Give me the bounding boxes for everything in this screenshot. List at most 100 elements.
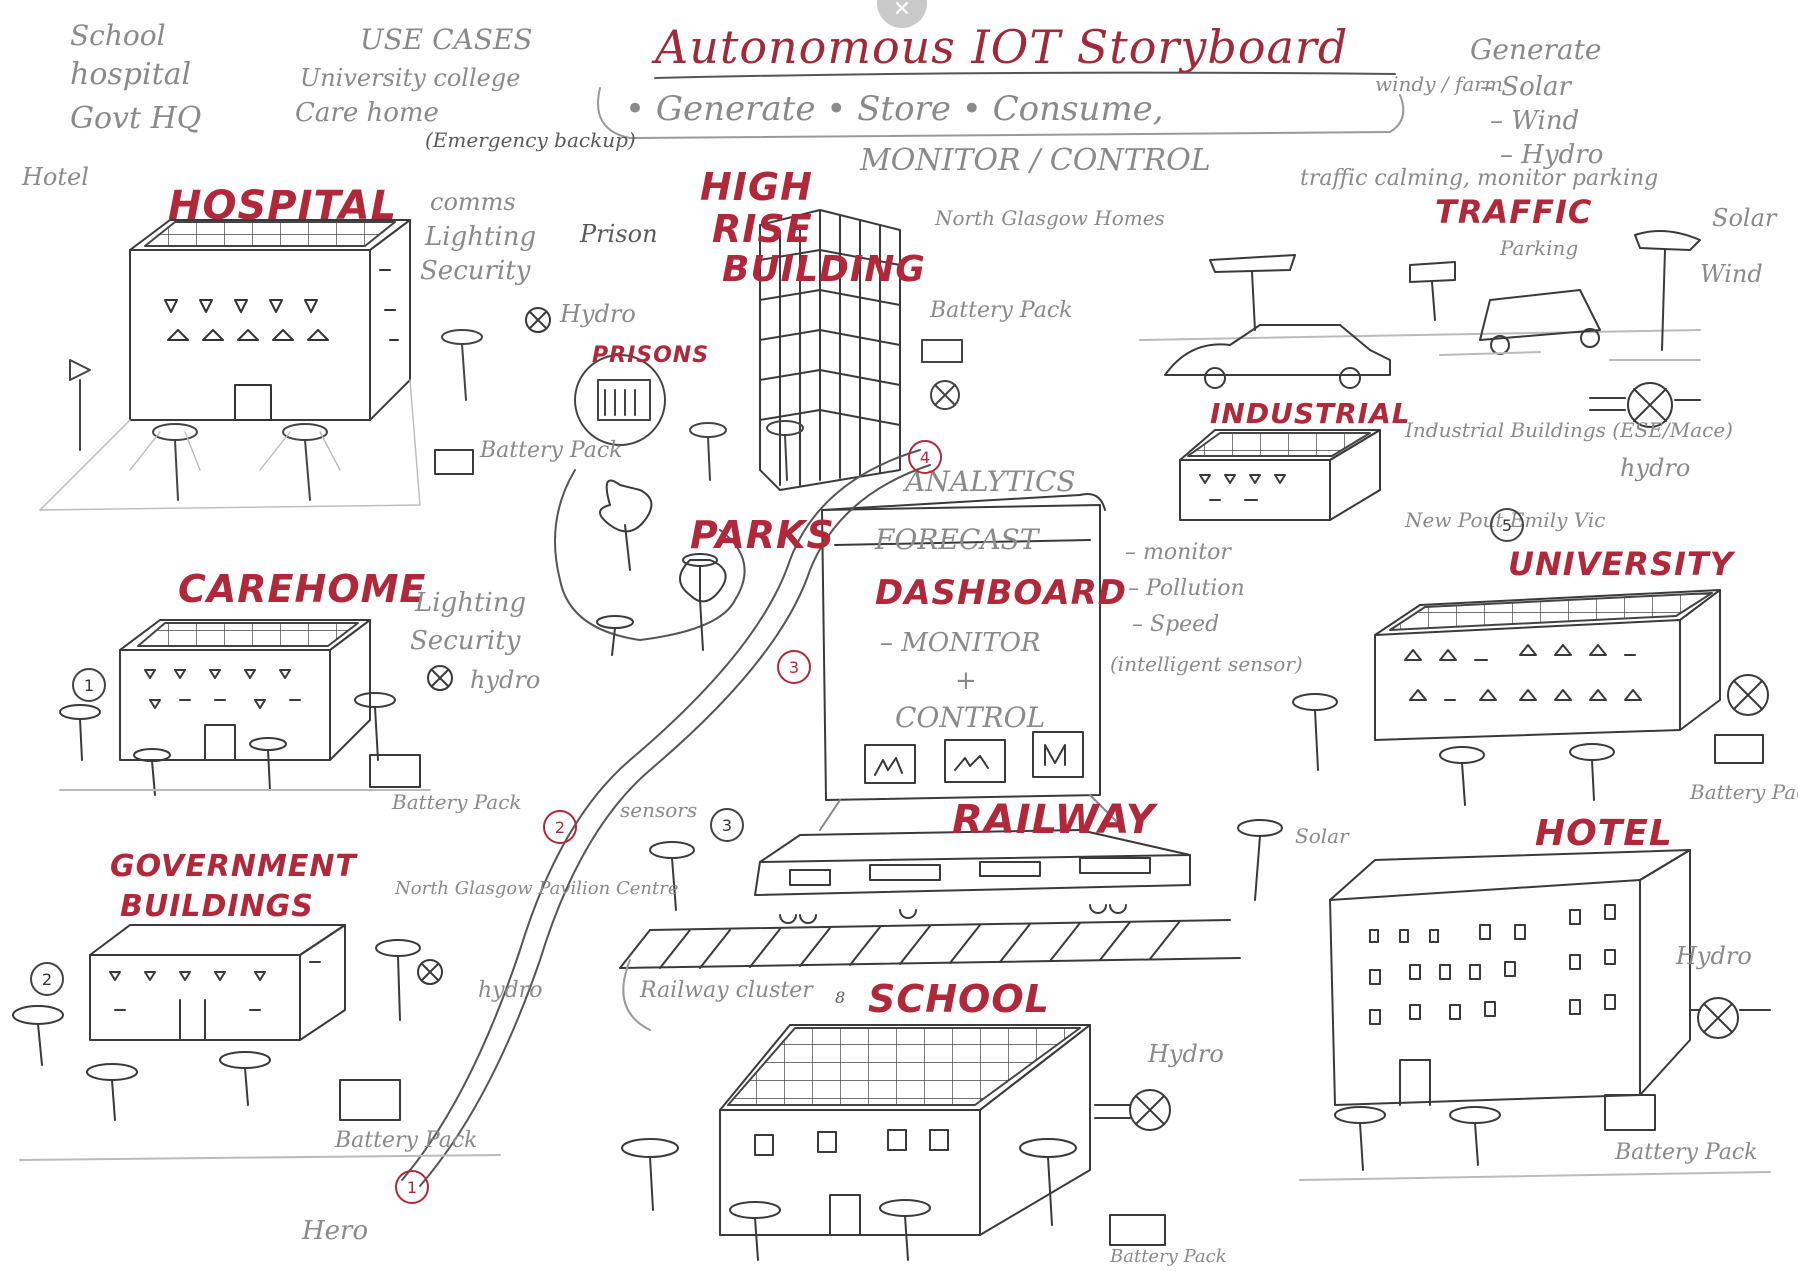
note-hydro-hospital: Hydro bbox=[560, 300, 636, 328]
marker-government: 2 bbox=[30, 962, 64, 996]
note-prison: Prison bbox=[580, 220, 658, 248]
path-marker-2: 2 bbox=[543, 810, 577, 844]
note-battery-school: Battery Pack bbox=[1110, 1246, 1227, 1267]
label-rise: RISE bbox=[712, 207, 813, 251]
note-parking: Parking bbox=[1500, 236, 1579, 260]
label-prisons: PRISONS bbox=[592, 343, 710, 368]
note-wind-traffic: Wind bbox=[1700, 260, 1763, 288]
monitor-control-note: MONITOR / CONTROL bbox=[860, 143, 1211, 178]
label-hotel: HOTEL bbox=[1535, 813, 1673, 854]
dashboard-monitor: – MONITOR bbox=[880, 628, 1041, 658]
hospital-hydro-symbol bbox=[434, 307, 551, 475]
school-building bbox=[621, 1024, 1171, 1261]
marker-university: 5 bbox=[1490, 508, 1524, 542]
note-security: Security bbox=[420, 256, 531, 286]
note-industrial-buildings: Industrial Buildings (ESE/Mace) bbox=[1405, 418, 1733, 442]
note-battery-government: Battery Pack bbox=[335, 1128, 478, 1153]
label-hospital: HOSPITAL bbox=[168, 183, 398, 229]
note-hydro-school: Hydro bbox=[1148, 1040, 1224, 1068]
note-battery-uni: Battery Pack bbox=[1690, 780, 1798, 804]
winding-path bbox=[401, 449, 931, 1187]
note-speed: – Speed bbox=[1132, 612, 1220, 637]
note-school: School bbox=[70, 19, 166, 52]
path-marker-3: 3 bbox=[777, 650, 811, 684]
note-hospital: hospital bbox=[70, 57, 192, 92]
note-emergency-backup: (Emergency backup) bbox=[425, 128, 636, 152]
note-lighting: Lighting bbox=[425, 222, 537, 252]
dashboard-control: CONTROL bbox=[895, 701, 1046, 734]
note-north-glasgow: North Glasgow Homes bbox=[935, 206, 1165, 230]
note-monitor: – monitor bbox=[1125, 540, 1231, 565]
dashboard-plus: + bbox=[955, 666, 977, 696]
dashboard-title: DASHBOARD bbox=[875, 573, 1128, 613]
note-hydro-government: hydro bbox=[478, 978, 543, 1003]
label-university: UNIVERSITY bbox=[1508, 545, 1734, 583]
label-government: GOVERNMENT bbox=[110, 849, 357, 884]
generate-hydro: – Hydro bbox=[1500, 140, 1604, 170]
government-building bbox=[12, 924, 501, 1161]
label-buildings: BUILDINGS bbox=[120, 889, 314, 924]
traffic-scene bbox=[1139, 230, 1701, 389]
high-rise-lamps bbox=[689, 339, 963, 481]
dashboard-sketch bbox=[819, 493, 1121, 831]
use-case-care-home: Care home bbox=[295, 98, 439, 128]
note-hydro-industrial: hydro bbox=[1620, 454, 1691, 482]
note-battery-highrise: Battery Pack bbox=[930, 298, 1073, 323]
carehome-building bbox=[59, 619, 453, 796]
dashboard-analytics: ANALYTICS bbox=[905, 465, 1076, 498]
note-hotel: Hotel bbox=[22, 163, 89, 191]
university-building bbox=[1292, 589, 1769, 806]
use-case-university: University college bbox=[300, 64, 521, 92]
hotel-building bbox=[1299, 849, 1771, 1181]
dashboard-forecast: FORECAST bbox=[875, 523, 1039, 556]
page-title: Autonomous IOT Storyboard bbox=[655, 20, 1349, 74]
note-solar-railway: Solar bbox=[1295, 824, 1349, 848]
parks-sketch bbox=[554, 469, 746, 656]
note-solar-traffic: Solar bbox=[1712, 204, 1777, 232]
note-hydro-carehome: hydro bbox=[470, 666, 541, 694]
railway-scene bbox=[619, 819, 1283, 1031]
note-battery-hotel: Battery Pack bbox=[1615, 1140, 1758, 1165]
note-security-carehome: Security bbox=[410, 626, 521, 656]
note-hydro-hotel: Hydro bbox=[1676, 942, 1752, 970]
path-marker-1: 1 bbox=[395, 1170, 429, 1204]
note-north-glasgow-pavilion: North Glasgow Pavilion Centre bbox=[395, 878, 679, 899]
note-govt-hq: Govt HQ bbox=[70, 101, 202, 136]
label-parks: PARKS bbox=[690, 513, 835, 557]
note-railway-cluster: Railway cluster bbox=[640, 978, 813, 1003]
note-lighting-carehome: Lighting bbox=[415, 588, 527, 618]
use-cases-heading: USE CASES bbox=[360, 23, 533, 56]
marker-school: 8 bbox=[835, 988, 846, 1007]
label-railway: RAILWAY bbox=[952, 797, 1156, 843]
marker-carehome: 1 bbox=[72, 668, 106, 702]
note-hero: Hero bbox=[302, 1216, 369, 1246]
weather-note: windy / farm bbox=[1375, 72, 1503, 96]
hospital-building bbox=[129, 219, 411, 421]
note-comms: comms bbox=[430, 188, 516, 216]
label-industrial: INDUSTRIAL bbox=[1210, 397, 1411, 430]
label-building: BUILDING bbox=[722, 249, 926, 290]
generate-solar: – Solar bbox=[1480, 72, 1571, 102]
flow-note: • Generate • Store • Consume, bbox=[625, 89, 1164, 129]
hospital-lamps bbox=[69, 329, 483, 501]
title-underline bbox=[654, 71, 1396, 79]
note-traffic-calming: traffic calming, monitor parking bbox=[1300, 166, 1659, 191]
label-high: HIGH bbox=[700, 165, 813, 209]
label-school: SCHOOL bbox=[868, 977, 1050, 1021]
label-traffic: TRAFFIC bbox=[1435, 193, 1593, 231]
generate-wind: – Wind bbox=[1490, 106, 1580, 136]
note-sensors: sensors bbox=[620, 798, 698, 822]
generate-heading: Generate bbox=[1470, 33, 1602, 66]
note-pollution: – Pollution bbox=[1128, 576, 1245, 601]
prisons-sketch bbox=[574, 354, 666, 446]
note-battery-carehome: Battery Pack bbox=[392, 790, 522, 814]
industrial-building bbox=[1179, 382, 1701, 521]
hospital-ground bbox=[39, 379, 421, 511]
label-carehome: CAREHOME bbox=[178, 567, 427, 611]
note-intelligent-sensor: (intelligent sensor) bbox=[1110, 652, 1303, 676]
high-rise-building bbox=[759, 209, 901, 491]
path-marker-4: 4 bbox=[908, 440, 942, 474]
note-battery-hospital: Battery Pack bbox=[480, 438, 623, 463]
marker-sensors: 3 bbox=[710, 808, 744, 842]
